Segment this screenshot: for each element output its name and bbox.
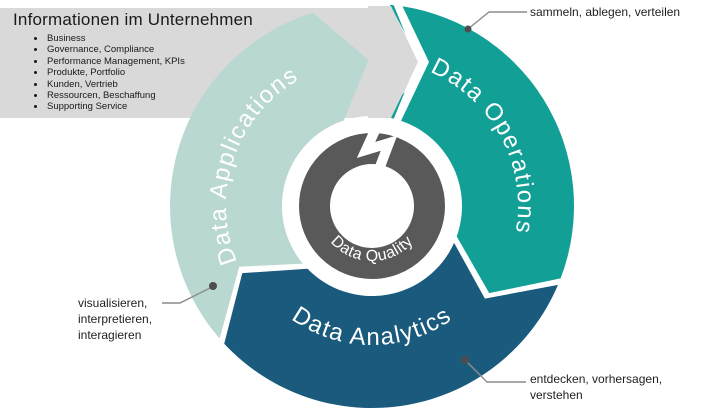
info-box-item: Business — [46, 33, 373, 44]
segment-analytics — [224, 242, 558, 409]
connectors — [162, 11, 527, 383]
info-box-item: Kunden, Vertrieb — [46, 79, 373, 90]
note-line: entdecken, vorhersagen, — [530, 372, 663, 386]
note-line: visualisieren, — [78, 296, 148, 310]
note-line: interagieren — [78, 328, 142, 342]
info-box-list: BusinessGovernance, CompliancePerformanc… — [13, 33, 373, 113]
cycle-segments — [170, 4, 575, 409]
info-arrow-icon — [368, 6, 418, 118]
note-analytics: entdecken, vorhersagen, verstehen — [530, 371, 662, 403]
segment-applications — [170, 12, 369, 339]
note-applications: visualisieren, interpretieren, interagiere… — [78, 295, 152, 343]
segment-operations — [381, 4, 575, 294]
connector-line-analytics — [464, 359, 526, 383]
connector-dot-analytics — [461, 356, 469, 364]
info-box-item: Performance Management, KPIs — [46, 56, 373, 67]
info-box-title: Informationen im Unternehmen — [13, 10, 253, 29]
info-box-item: Ressourcen, Beschaffung — [46, 90, 373, 101]
note-line: interpretieren, — [78, 312, 153, 326]
connector-line-operations — [467, 11, 527, 30]
connector-line-applications — [162, 286, 213, 304]
note-line: verstehen — [530, 388, 583, 402]
info-box: Informationen im Unternehmen BusinessGov… — [13, 10, 373, 113]
note-line: sammeln, ablegen, verteilen — [530, 5, 681, 19]
info-box-item: Governance, Compliance — [46, 44, 373, 55]
info-box-item: Produkte, Portfolio — [46, 67, 373, 78]
info-box-item: Supporting Service — [46, 101, 373, 112]
quality-ring-break-icon — [356, 123, 398, 182]
connector-dot-applications — [209, 282, 217, 290]
note-operations: sammeln, ablegen, verteilen — [530, 4, 680, 20]
info-arrow-outline — [392, 1, 429, 123]
connector-dot-operations — [464, 25, 472, 33]
